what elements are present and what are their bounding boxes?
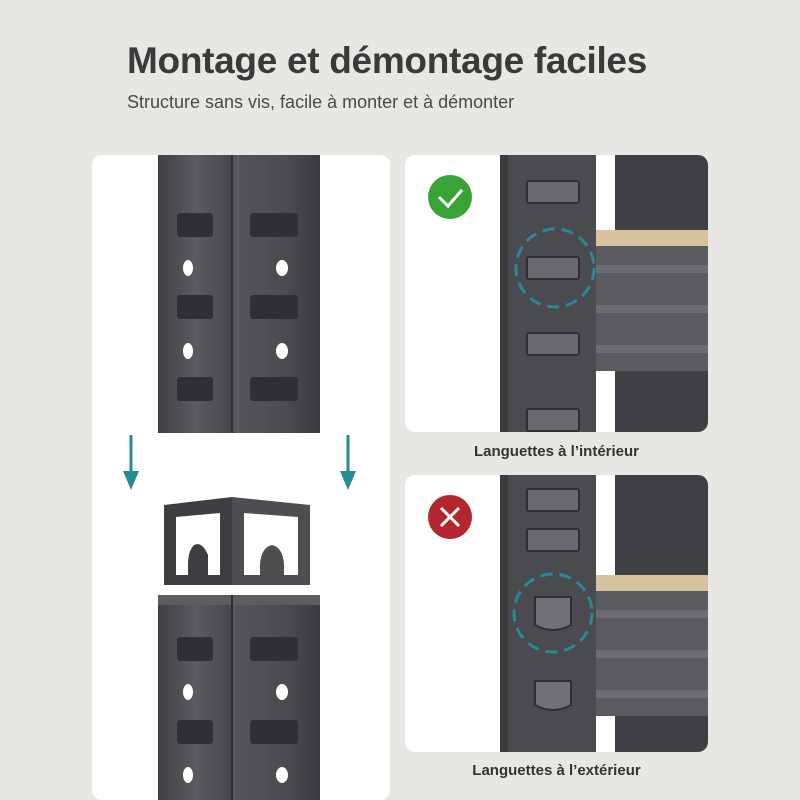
check-icon (428, 175, 472, 219)
page-subtitle: Structure sans vis, facile à monter et à… (127, 92, 515, 112)
page-title: Montage et démontage faciles (127, 40, 647, 81)
tabs-inside-illustration (428, 155, 708, 432)
post-assembly-illustration (123, 155, 356, 800)
down-arrow-icon (123, 435, 139, 490)
tabs-outside-panel (405, 475, 708, 752)
down-arrow-icon (340, 435, 356, 490)
tabs-inside-caption: Languettes à l’intérieur (473, 443, 640, 460)
tabs-outside-caption: Languettes à l’extérieur (472, 762, 641, 779)
highlight-circle (514, 227, 596, 309)
lower-post-segment (158, 497, 320, 800)
tabs-outside-illustration (428, 475, 708, 752)
tabs-inside-panel (405, 155, 708, 432)
highlight-circle (512, 572, 594, 654)
cross-icon (428, 495, 472, 539)
upper-post-segment (158, 155, 320, 433)
assembly-panel (92, 155, 390, 800)
